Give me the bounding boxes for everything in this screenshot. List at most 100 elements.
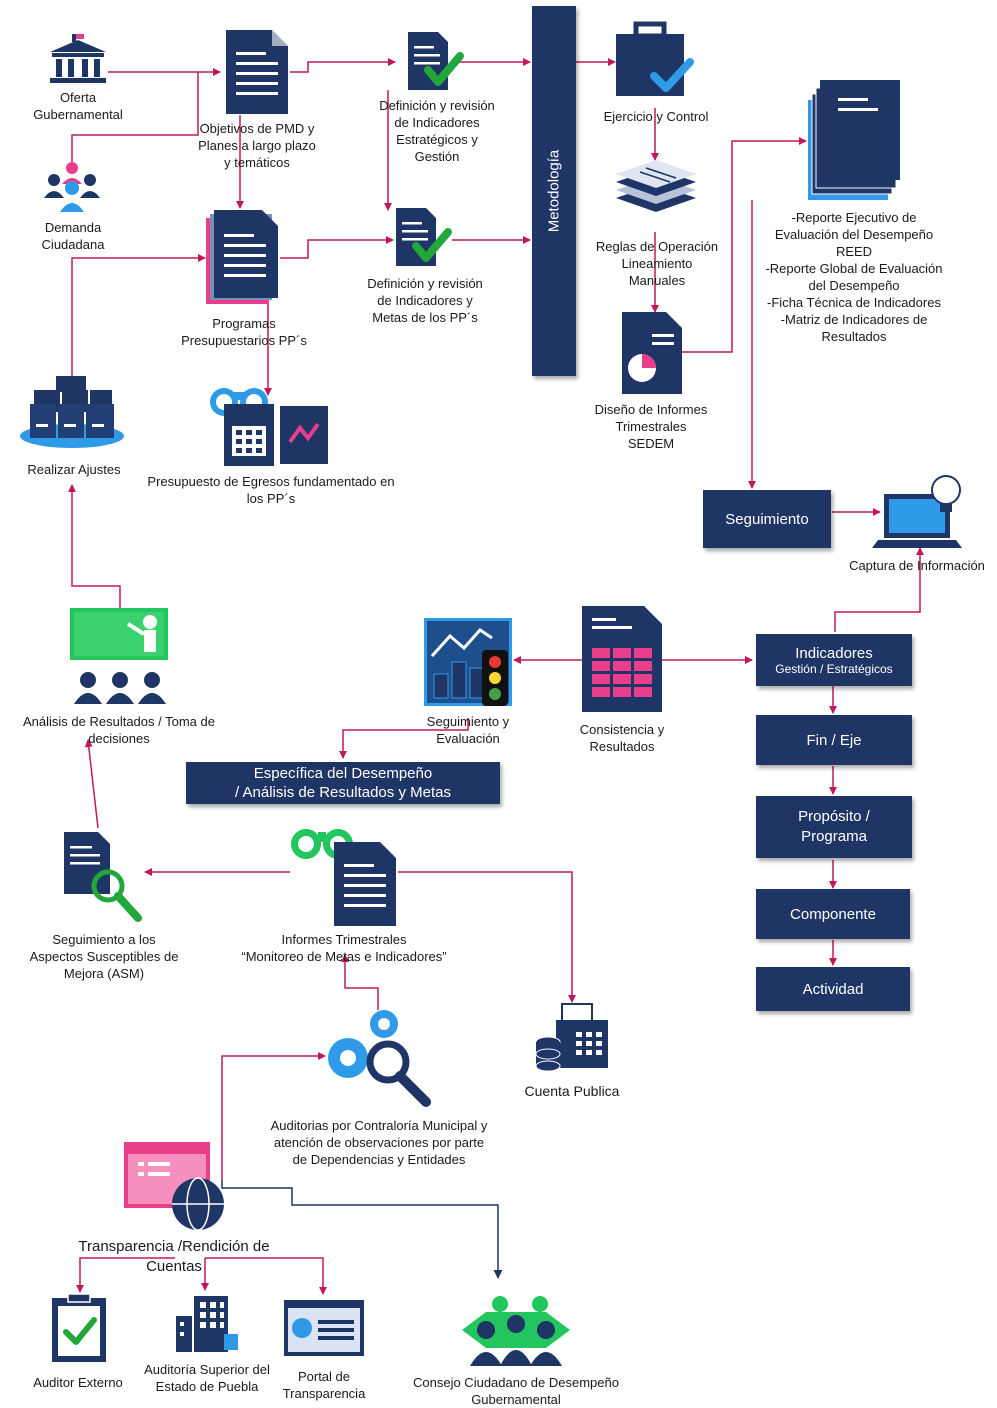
fax-database-icon [535, 1003, 608, 1072]
diseno-line-2: Trimestrales [615, 419, 687, 434]
reportes-line-3: REED [835, 244, 873, 259]
seguimiento-eval-line-2: Evaluación [436, 731, 500, 746]
seguimiento-eval-line-1: Seguimiento y [426, 714, 510, 729]
captura-label: Captura de Información [838, 557, 996, 574]
proposito-box: Propósito / Programa [756, 796, 912, 858]
realizar-ajustes-label: Realizar Ajustes [10, 461, 138, 478]
def-estrategicos-line-4: Gestión [414, 149, 460, 164]
reportes-line-6: -Ficha Técnica de Indicadores [767, 295, 941, 310]
reportes-line-7: -Matriz de Indicadores de [780, 312, 928, 327]
document-check-icon [408, 32, 464, 90]
analisis-line-2: decisiones [88, 731, 150, 746]
asm-line-1: Seguimiento a los [52, 932, 156, 947]
especifica-box: Específica del Desempeño / Análisis de R… [186, 762, 500, 804]
reglas-line-1: Reglas de Operación [595, 239, 719, 254]
reglas-line-2: Lineamiento [621, 256, 693, 271]
auditorias-label: Auditorias por Contraloría Municipal y a… [240, 1117, 518, 1168]
transparencia-line-2: Cuentas [146, 1258, 202, 1275]
portal-line-2: Transparencia [282, 1386, 366, 1401]
reportes-line-5: del Desempeño [808, 278, 900, 293]
auditorias-line-1: Auditorias por Contraloría Municipal y [270, 1118, 488, 1133]
programas-line-2: Presupuestarios PP´s [181, 333, 307, 348]
actividad-box: Actividad [756, 967, 910, 1011]
arrow-transparencia-consejo [221, 1180, 503, 1279]
laptop-bulb-icon [872, 475, 962, 548]
ejercicio-label: Ejercicio y Control [592, 108, 720, 125]
oferta-line-1: Oferta [59, 90, 97, 105]
traffic-light-chart-icon [424, 618, 512, 706]
reportes-line-2: Evaluación del Desempeño [774, 227, 934, 242]
realizar-ajustes-line-1: Realizar Ajustes [27, 462, 121, 477]
arrow-auditorias-informes [341, 954, 379, 1010]
actividad-label: Actividad [802, 980, 864, 998]
pie-report-icon [622, 312, 682, 394]
web-portal-icon [284, 1300, 364, 1356]
objetivos-line-2: Planes a largo plazo [198, 138, 316, 153]
consejo-line-2: Gubernamental [471, 1392, 561, 1407]
asm-line-2: Aspectos Susceptibles de [29, 949, 179, 964]
fin-eje-box: Fin / Eje [756, 715, 912, 765]
objetivos-line-3: y temáticos [224, 155, 290, 170]
presupuesto-line-1: Presupuesto de Egresos fundamentado en [147, 474, 395, 489]
arrow-segeval-especifica [339, 718, 469, 759]
indicadores-title: Indicadores [795, 644, 873, 662]
connectors [68, 58, 924, 1295]
objetivos-line-1: Objetivos de PMD y [199, 121, 315, 136]
diseno-line-1: Diseño de Informes [594, 402, 708, 417]
seguimiento-box: Seguimiento [703, 490, 831, 548]
arrow-transparencia-auditor [76, 1257, 175, 1293]
consejo-label: Consejo Ciudadano de Desempeño Gubername… [398, 1374, 634, 1408]
informes-label: Informes Trimestrales “Monitoreo de Meta… [218, 931, 470, 965]
transparencia-label: Transparencia /Rendición de Cuentas [60, 1237, 288, 1277]
indicadores-box: Indicadores Gestión / Estratégicos [756, 634, 912, 686]
people-group-icon [44, 162, 100, 212]
analisis-label: Análisis de Resultados / Toma de decisio… [6, 713, 232, 747]
chart-icon [280, 406, 328, 464]
def-metas-label: Definición y revisión de Indicadores y M… [352, 275, 498, 326]
council-people-icon [462, 1296, 570, 1366]
metodologia-label: Metodología [545, 149, 563, 233]
def-estrategicos-line-3: Estratégicos y [396, 132, 478, 147]
def-metas-line-1: Definición y revisión [367, 276, 483, 291]
oferta-label: Oferta Gubernamental [18, 89, 138, 123]
arrow-objetivos-defestrategicos [290, 58, 396, 73]
spreadsheet-icon [582, 606, 662, 712]
arrow-analisis-ajustes [68, 484, 121, 608]
informes-line-2: “Monitoreo de Metas e Indicadores” [241, 949, 447, 964]
portal-label: Portal de Transparencia [268, 1368, 380, 1402]
city-building-icon [176, 1296, 238, 1352]
def-estrategicos-line-1: Definición y revisión [379, 98, 495, 113]
especifica-line-1: Específica del Desempeño [253, 765, 433, 782]
document-check-icon [396, 208, 452, 266]
document-icon [808, 80, 900, 200]
reportes-line-1: -Reporte Ejecutivo de [791, 210, 917, 225]
def-metas-line-3: Metas de los PP´s [372, 310, 478, 325]
demanda-line-2: Ciudadana [41, 237, 105, 252]
cuenta-line-1: Cuenta Publica [524, 1083, 620, 1099]
arrow-transparencia-auditorias [221, 1052, 326, 1180]
arrow-indicadores-captura [834, 547, 924, 632]
gears-magnifier-icon [328, 1010, 431, 1107]
auditor-externo-label: Auditor Externo [22, 1374, 134, 1391]
auditorias-line-3: de Dependencias y Entidades [292, 1152, 466, 1167]
seguimiento-box-label: Seguimiento [725, 510, 809, 528]
def-metas-line-2: de Indicadores y [377, 293, 473, 308]
oferta-line-2: Gubernamental [33, 107, 123, 122]
presupuesto-label: Presupuesto de Egresos fundamentado en l… [126, 473, 416, 507]
reglas-line-3: Manuales [628, 273, 686, 288]
consejo-line-1: Consejo Ciudadano de Desempeño [413, 1375, 619, 1390]
reportes-line-4: -Reporte Global de Evaluación [765, 261, 943, 276]
componente-box: Componente [756, 889, 910, 939]
government-building-icon [50, 34, 106, 83]
ejercicio-line-1: Ejercicio y Control [603, 109, 709, 124]
reportes-label: -Reporte Ejecutivo de Evaluación del Des… [748, 209, 960, 345]
captura-line-1: Captura de Información [849, 558, 985, 573]
proposito-line-1: Propósito / [798, 808, 870, 825]
asm-line-3: Mejora (ASM) [63, 966, 145, 981]
paper-stack-icon [616, 160, 696, 212]
consistencia-line-2: Resultados [589, 739, 655, 754]
seguimiento-eval-label: Seguimiento y Evaluación [406, 713, 530, 747]
arrow-demanda-objetivos [71, 72, 199, 165]
demanda-line-1: Demanda [44, 220, 102, 235]
diseno-label: Diseño de Informes Trimestrales SEDEM [580, 401, 722, 452]
